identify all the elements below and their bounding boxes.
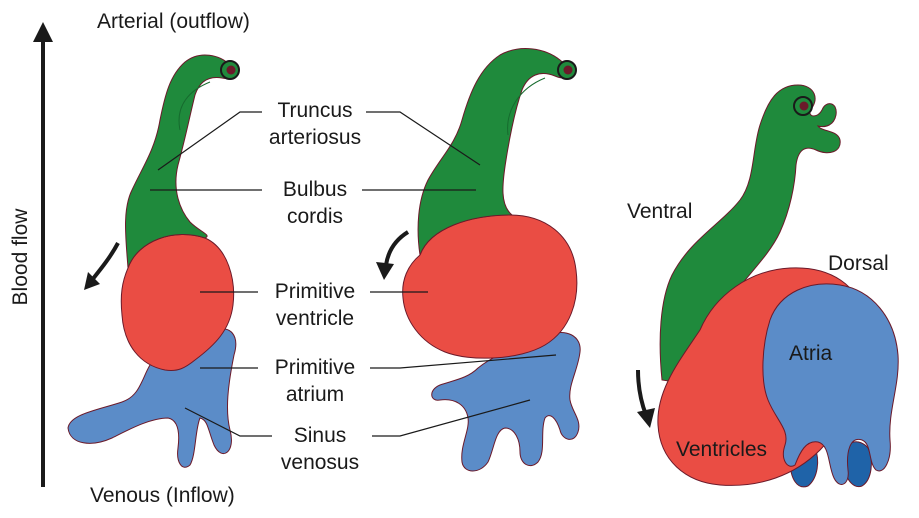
sinus-line2: venosus [262, 451, 378, 475]
heart-tube-stage-2 [376, 49, 580, 471]
twist-arrow-2 [376, 262, 394, 280]
ventral-label: Ventral [627, 200, 692, 224]
truncus-arteriosus-label: Truncus arteriosus [255, 99, 375, 150]
dorsal-label: Dorsal [828, 252, 889, 276]
truncus-line1: Truncus [255, 99, 375, 123]
truncus-line2: arteriosus [255, 126, 375, 150]
twist-arrow-3 [637, 408, 655, 428]
heart-tube-stage-1 [68, 55, 239, 467]
atrium-line1: Primitive [253, 356, 377, 380]
venous-inflow-label: Venous (Inflow) [90, 484, 235, 508]
atrium-line2: atrium [253, 383, 377, 407]
heart-stage-3 [637, 85, 898, 487]
blood-flow-label: Blood flow [9, 202, 33, 312]
blood-flow-axis [33, 22, 53, 487]
bulbus-line1: Bulbus [255, 178, 375, 202]
arterial-outflow-label: Arterial (outflow) [97, 10, 250, 34]
atria-shape [763, 284, 898, 485]
ventricle-line1: Primitive [253, 280, 377, 304]
atria-label: Atria [789, 342, 832, 366]
bulbus-cordis-label: Bulbus cordis [255, 178, 375, 229]
primitive-atrium-label: Primitive atrium [253, 356, 377, 407]
ventricles-label: Ventricles [676, 438, 767, 462]
sinus-venosus-label: Sinus venosus [262, 424, 378, 475]
primitive-ventricle-label: Primitive ventricle [253, 280, 377, 331]
sinus-line1: Sinus [262, 424, 378, 448]
bulbus-line2: cordis [255, 205, 375, 229]
ventricle-line2: ventricle [253, 307, 377, 331]
